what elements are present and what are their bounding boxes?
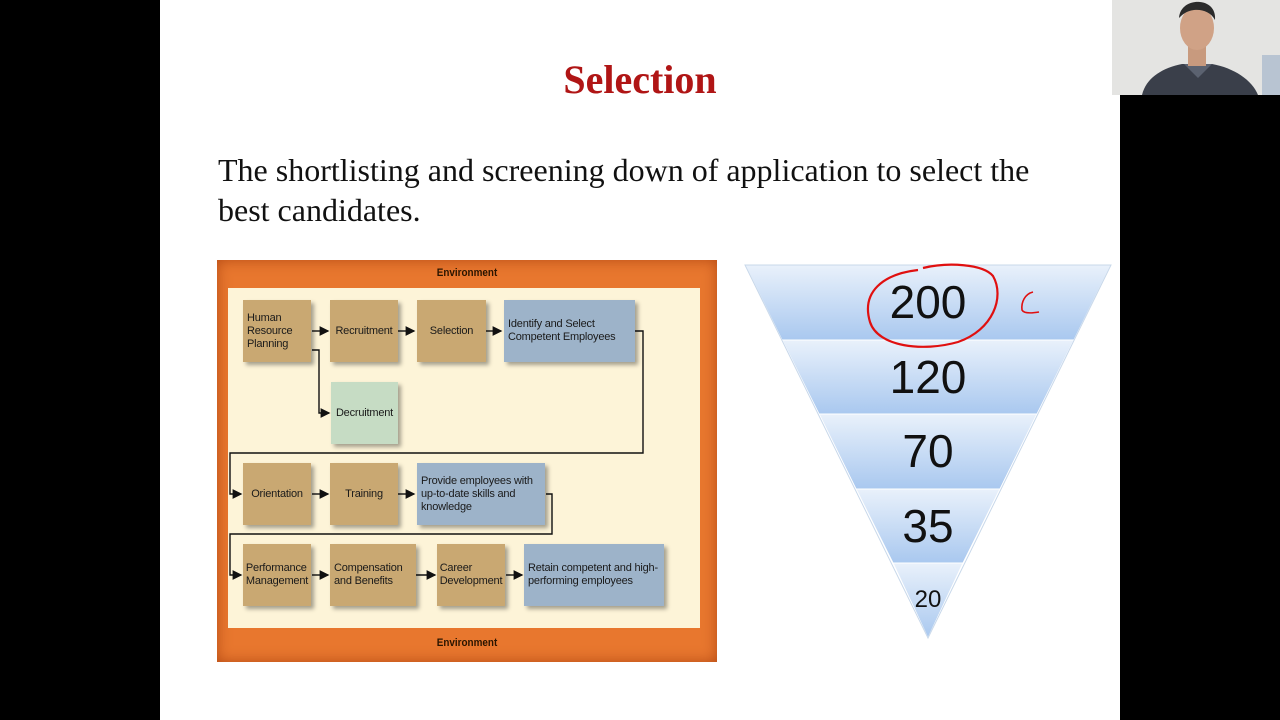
presenter-figure (1112, 0, 1280, 95)
box-identify-competent-employees: Identify and Select Competent Employees (504, 300, 635, 362)
box-performance-management: Performance Management (243, 544, 311, 606)
funnel-level-2: 120 (889, 351, 967, 403)
slide-body-text: The shortlisting and screening down of a… (218, 152, 1030, 228)
diagram-panel: Human Resource Planning Recruitment Sele… (228, 288, 700, 628)
box-selection: Selection (417, 300, 486, 362)
slide-title: Selection (563, 57, 717, 102)
box-orientation: Orientation (243, 463, 311, 525)
left-letterbox (0, 0, 160, 720)
funnel-graphic (744, 263, 1112, 640)
presentation-slide: Selection The shortlisting and screening… (160, 0, 1120, 720)
box-recruitment: Recruitment (330, 300, 398, 362)
environment-bottom-label: Environment (436, 637, 498, 649)
funnel-level-5: 20 (914, 586, 942, 613)
funnel-level-4: 35 (902, 500, 954, 552)
box-decruitment: Decruitment (331, 382, 398, 444)
box-human-resource-planning: Human Resource Planning (243, 300, 311, 362)
box-retain-employees: Retain competent and high-performing emp… (524, 544, 664, 606)
funnel-level-1: 200 (889, 276, 967, 328)
box-compensation-benefits: Compensation and Benefits (330, 544, 416, 606)
hr-process-diagram: Environment Environment (217, 260, 717, 662)
funnel-level-3: 70 (902, 425, 954, 477)
box-provide-employees-skills: Provide employees with up-to-date skills… (417, 463, 545, 525)
right-letterbox (1120, 0, 1280, 720)
pen-circle-annotation (867, 263, 999, 348)
box-training: Training (330, 463, 398, 525)
box-career-development: Career Development (437, 544, 505, 606)
webcam-video (1112, 0, 1280, 95)
environment-top-label: Environment (436, 267, 498, 279)
diagram-connectors (229, 326, 644, 580)
pen-mark-annotation (1021, 291, 1040, 314)
selection-funnel: 200 120 70 35 20 (743, 262, 1115, 647)
